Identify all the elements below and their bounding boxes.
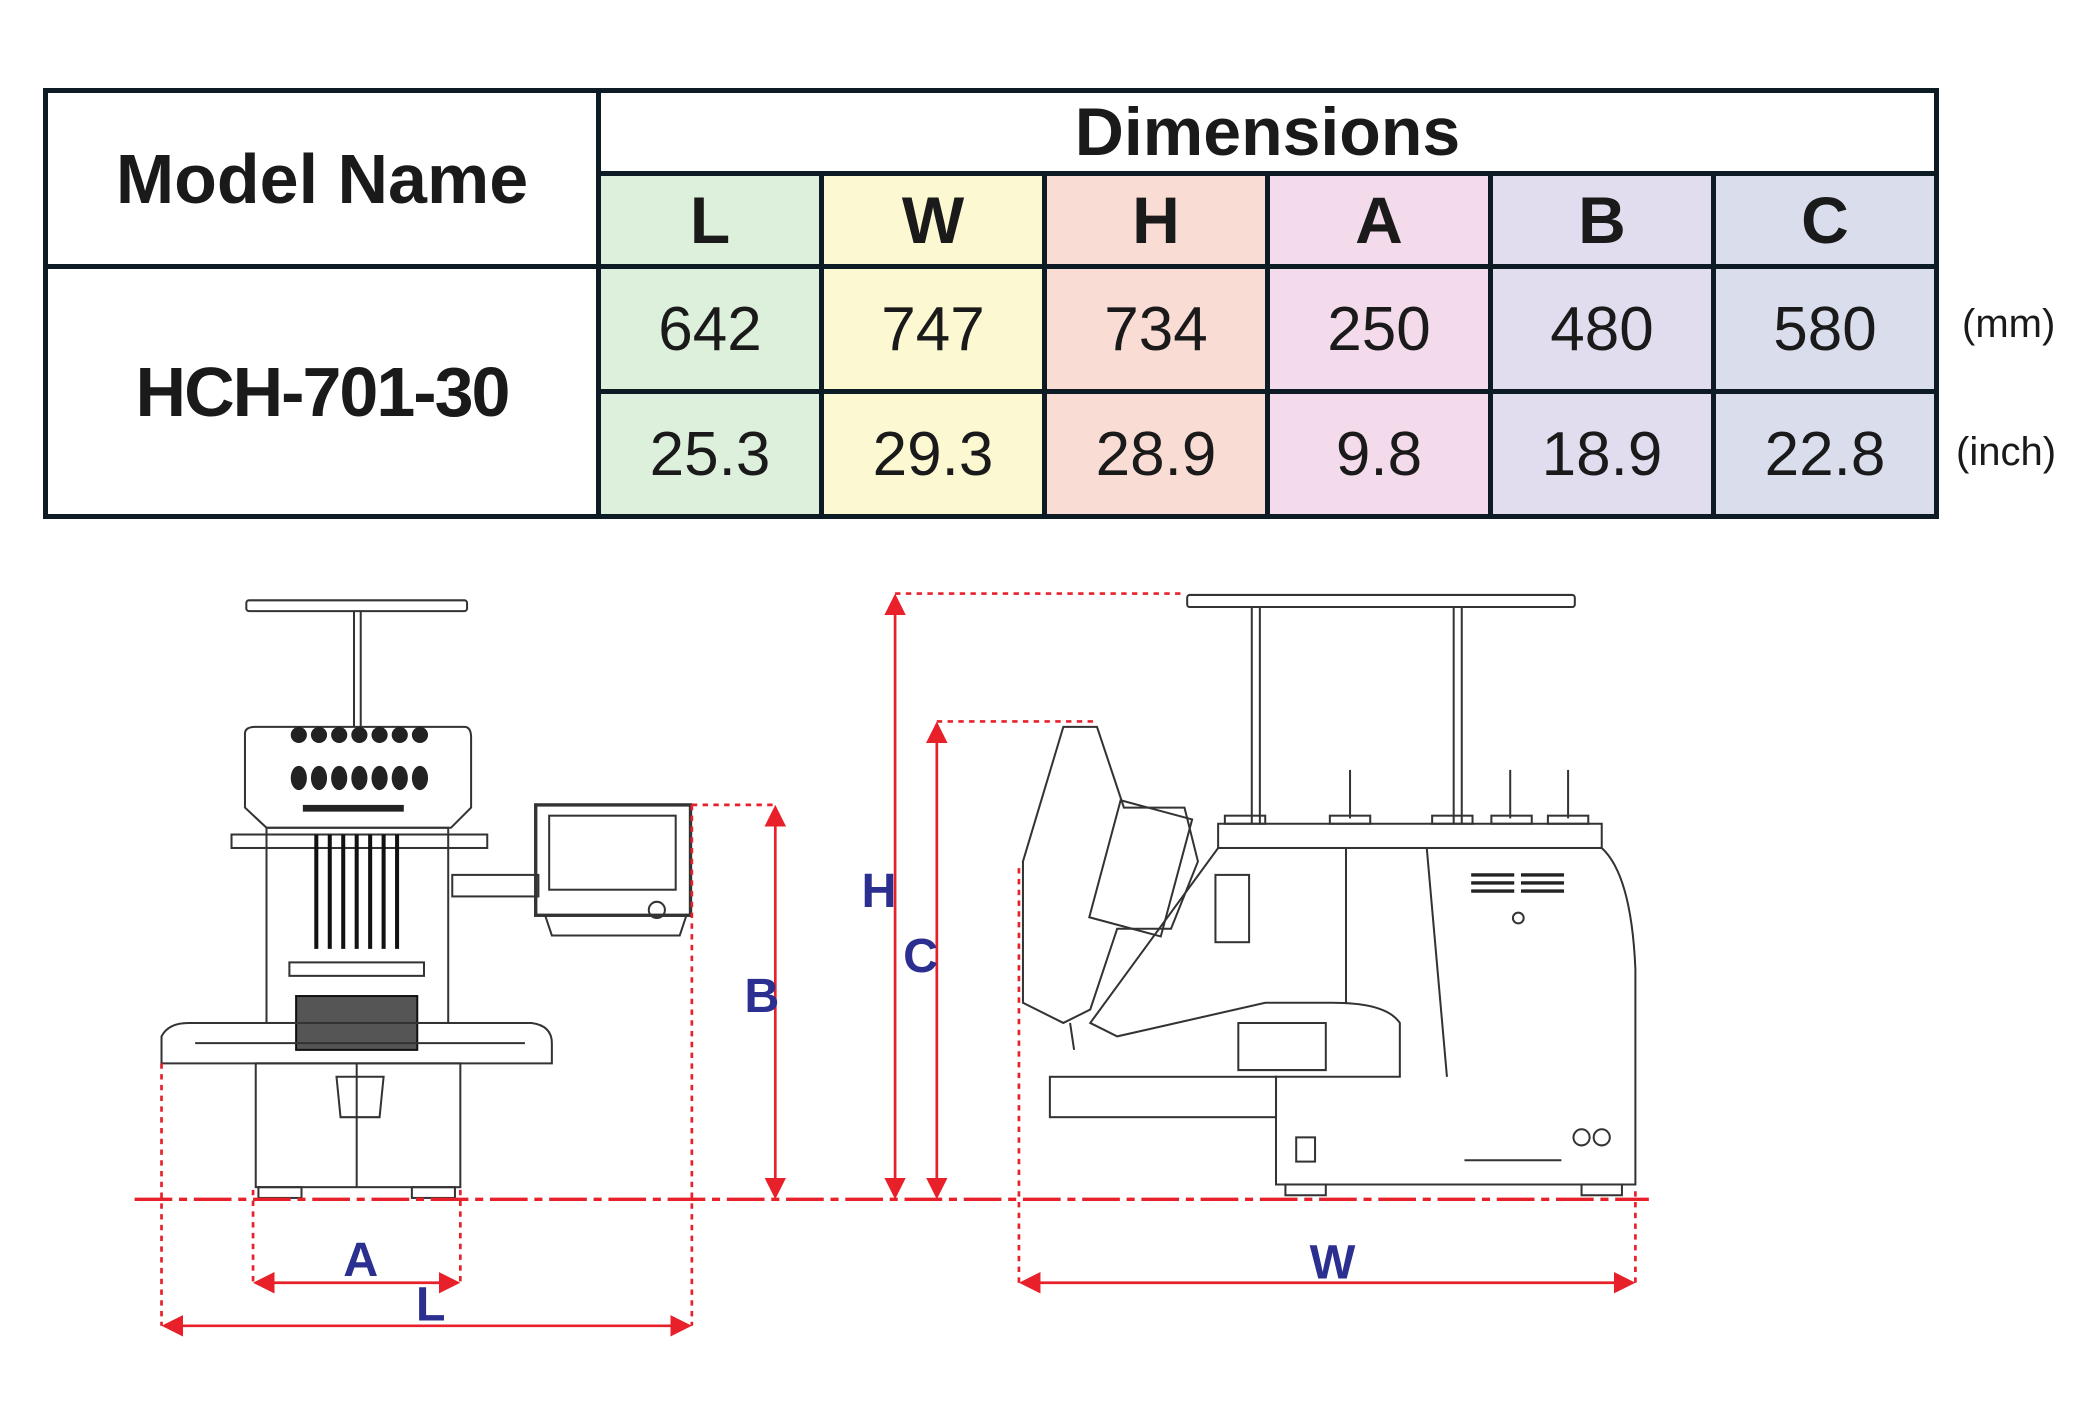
label-w: W xyxy=(1310,1236,1356,1290)
column-header-c: C xyxy=(1711,171,1939,269)
side-view-machine xyxy=(1021,593,1637,1197)
inch-value-a: 9.8 xyxy=(1265,389,1493,519)
dimensions-header: Dimensions xyxy=(596,88,1939,176)
inch-value-h: 28.9 xyxy=(1042,389,1270,519)
mm-value-b: 480 xyxy=(1488,264,1716,394)
label-a: A xyxy=(343,1233,378,1287)
unit-inch: (inch) xyxy=(1956,430,2057,474)
inch-value-l: 25.3 xyxy=(596,389,824,519)
inch-value-c: 22.8 xyxy=(1711,389,1939,519)
column-header-a: A xyxy=(1265,171,1493,269)
inch-value-b: 18.9 xyxy=(1488,389,1716,519)
label-h: H xyxy=(861,864,896,918)
label-l: L xyxy=(416,1277,446,1331)
mm-value-a: 250 xyxy=(1265,264,1493,394)
column-header-b: B xyxy=(1488,171,1716,269)
model-name-header: Model Name xyxy=(43,88,601,269)
mm-value-h: 734 xyxy=(1042,264,1270,394)
column-header-h: H xyxy=(1042,171,1270,269)
mm-value-c: 580 xyxy=(1711,264,1939,394)
mm-value-l: 642 xyxy=(596,264,824,394)
model-name-value: HCH-701-30 xyxy=(43,264,601,519)
front-view-machine xyxy=(160,599,693,1199)
label-c: C xyxy=(903,929,938,983)
column-header-l: L xyxy=(596,171,824,269)
unit-mm: (mm) xyxy=(1962,302,2056,346)
mm-value-w: 747 xyxy=(819,264,1047,394)
label-b: B xyxy=(744,969,779,1023)
dimension-table: Model Name Dimensions L W H A B C HCH-70… xyxy=(43,88,1939,519)
inch-value-w: 29.3 xyxy=(819,389,1047,519)
dimension-lines xyxy=(134,592,1649,1337)
column-header-w: W xyxy=(819,171,1047,269)
